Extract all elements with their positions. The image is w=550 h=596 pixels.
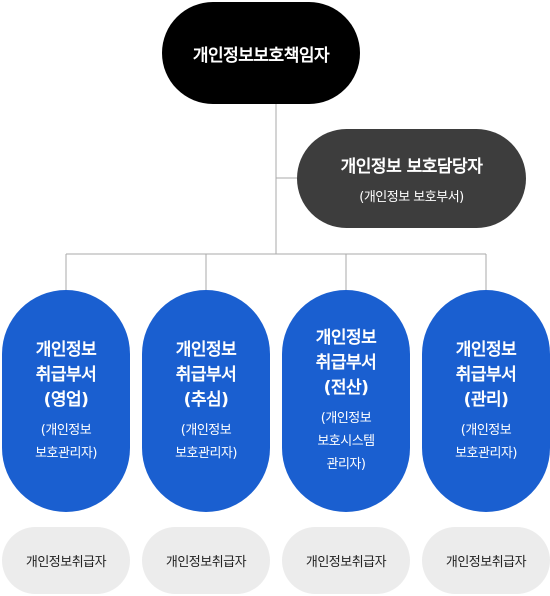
manager-title: 개인정보 보호담당자 (340, 157, 483, 177)
department-title-line: 개인정보 (175, 339, 237, 360)
privacy-handler-label: 개인정보취급자 (25, 555, 107, 570)
manager-subtitle: (개인정보 보호부서) (359, 190, 464, 205)
department-sub-line: 보호관리자) (175, 445, 237, 461)
department-title-line: 개인정보 (35, 339, 97, 360)
department-node-collection: 개인정보 취급부서 (추심) (개인정보 보호관리자) (142, 290, 270, 512)
privacy-handler-label: 개인정보취급자 (445, 555, 527, 570)
department-node-it: 개인정보 취급부서 (전산) (개인정보 보호시스템 관리자) (282, 290, 410, 512)
department-title-line: 취급부서 (315, 353, 377, 373)
department-sub-line: 보호시스템 (317, 434, 375, 449)
department-sub-line: 보호관리자) (455, 445, 517, 461)
privacy-handler-node: 개인정보취급자 (282, 527, 410, 594)
department-sub-line: (개인정보 (460, 422, 512, 438)
privacy-handler-label: 개인정보취급자 (165, 555, 247, 570)
department-sub-line: (개인정보 (40, 422, 92, 438)
department-node-sales: 개인정보 취급부서 (영업) (개인정보 보호관리자) (2, 290, 130, 512)
department-title-line: 개인정보 (455, 339, 517, 360)
department-title-line: (추심) (183, 389, 229, 410)
department-sub-line: 보호관리자) (35, 445, 97, 461)
chief-privacy-officer-node: 개인정보보호책임자 (162, 2, 360, 104)
chief-label: 개인정보보호책임자 (192, 45, 330, 66)
department-sub-line: (개인정보 (180, 422, 232, 438)
department-title-line: 취급부서 (175, 364, 237, 385)
privacy-handler-node: 개인정보취급자 (2, 527, 130, 594)
department-sub-line: 관리자) (326, 457, 366, 472)
department-title-line: 취급부서 (35, 364, 97, 385)
department-sub-line: (개인정보 (320, 411, 372, 426)
privacy-handler-node: 개인정보취급자 (142, 527, 270, 594)
privacy-handler-label: 개인정보취급자 (305, 555, 387, 570)
department-title-line: (전산) (323, 378, 369, 398)
department-title-line: 취급부서 (455, 364, 517, 385)
department-node-management: 개인정보 취급부서 (관리) (개인정보 보호관리자) (422, 290, 550, 512)
department-title-line: 개인정보 (315, 328, 377, 348)
privacy-handler-node: 개인정보취급자 (422, 527, 550, 594)
privacy-manager-node: 개인정보 보호담당자 (개인정보 보호부서) (297, 129, 526, 228)
department-title-line: (관리) (463, 389, 509, 410)
department-title-line: (영업) (43, 389, 89, 410)
